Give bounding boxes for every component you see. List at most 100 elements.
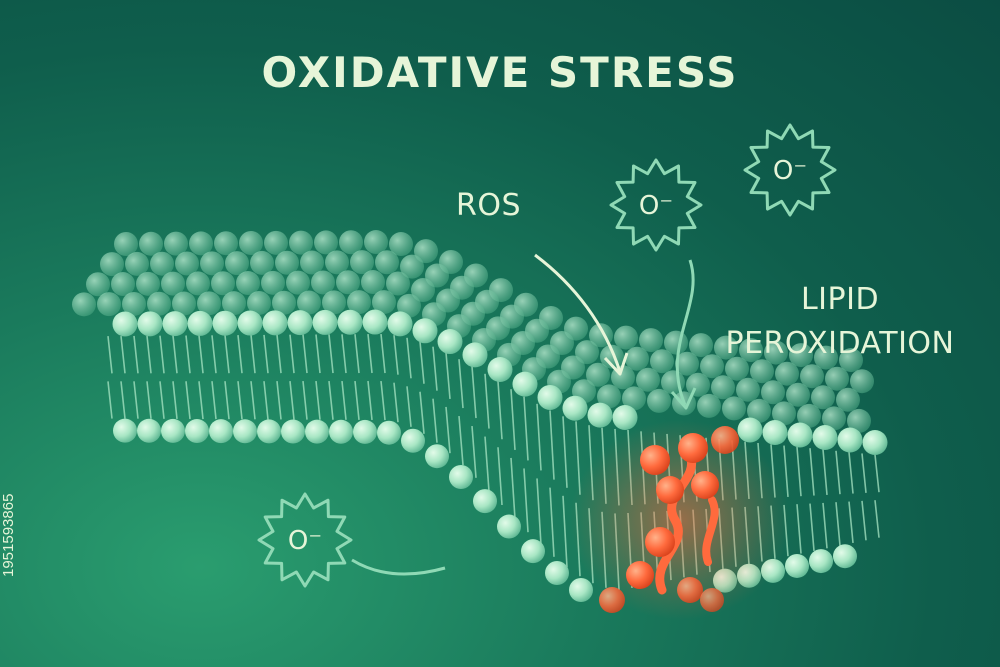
- lipid-tail: [458, 416, 464, 466]
- lipid-tail: [861, 453, 867, 493]
- lipid-head: [814, 345, 838, 370]
- lipid-head: [711, 375, 735, 400]
- lipid-label-line1: LIPID: [800, 282, 880, 317]
- lipid-head: [297, 290, 321, 315]
- lipid-head: [237, 310, 263, 336]
- damaged-lipid-head: [599, 587, 625, 613]
- lipid-tail: [224, 381, 230, 420]
- lipid-tail: [237, 335, 243, 374]
- lipid-head: [772, 401, 796, 426]
- lipid-head: [86, 272, 110, 297]
- lipid-tail: [822, 502, 828, 549]
- lipid-tail: [809, 448, 815, 496]
- lipid-head: [636, 367, 660, 392]
- arrow-icon: [670, 387, 697, 410]
- lipid-head: [100, 252, 124, 277]
- lipid-head: [412, 318, 438, 344]
- lipid-head: [612, 405, 638, 430]
- damaged-lipid-tail: [702, 496, 719, 566]
- lipid-head: [261, 270, 285, 295]
- lipid-head: [586, 362, 610, 387]
- ros-label: ROS: [456, 188, 522, 223]
- lipid-head: [775, 361, 799, 386]
- lipid-head: [281, 419, 305, 444]
- damaged-lipid-head: [645, 527, 675, 557]
- lipid-head: [789, 343, 813, 368]
- lipid-tail: [562, 416, 568, 488]
- lipid-tail: [263, 334, 269, 374]
- lipid-head: [764, 340, 788, 365]
- lipid-tail: [432, 398, 438, 443]
- lipid-tail: [510, 457, 516, 519]
- lipid-tail: [146, 335, 152, 374]
- lipid-tail: [198, 335, 204, 374]
- lipid-tail: [848, 452, 854, 494]
- lipid-head: [850, 369, 874, 394]
- free-radicals: O⁻O⁻O⁻: [257, 123, 837, 588]
- lipid-tail: [302, 334, 308, 374]
- lipid-peroxidation-label: LIPID PEROXIDATION: [705, 278, 975, 366]
- lipid-head: [97, 292, 121, 317]
- lipid-head: [305, 419, 329, 444]
- lipid-head: [597, 384, 621, 409]
- lipid-head: [222, 291, 246, 316]
- lipid-tail: [146, 381, 152, 419]
- lipid-tail: [536, 478, 542, 546]
- lipid-tail: [822, 449, 828, 495]
- lipid-peroxidation-site: [570, 420, 790, 620]
- lipid-tail: [497, 381, 503, 440]
- lipid-bilayer: [72, 230, 888, 602]
- lipid-head: [239, 231, 263, 256]
- radical-label: O⁻: [773, 156, 807, 186]
- lipid-head: [336, 270, 360, 295]
- lipid-head: [425, 444, 449, 469]
- lipid-head: [725, 356, 749, 381]
- lipid-tail: [445, 352, 451, 399]
- lipid-head: [462, 342, 488, 368]
- lipid-tail: [341, 334, 347, 374]
- lipid-tail: [406, 337, 412, 379]
- lipid-head: [785, 553, 809, 578]
- lipid-head: [311, 270, 335, 295]
- lipid-tail: [523, 396, 529, 461]
- damaged-lipid-head: [677, 577, 703, 603]
- damaged-lipid-head: [700, 588, 724, 612]
- lipid-head: [211, 271, 235, 296]
- lipid-head: [300, 250, 324, 275]
- lipid-tail: [796, 504, 802, 554]
- lipid-head: [414, 239, 438, 264]
- lipid-head: [225, 251, 249, 276]
- lipid-head: [737, 417, 763, 443]
- lipid-head: [347, 290, 371, 315]
- lipid-tail: [367, 333, 373, 374]
- lipid-tail: [328, 380, 334, 420]
- lipid-head: [833, 544, 857, 569]
- lipid-head: [375, 250, 399, 275]
- damaged-lipid-head: [626, 561, 654, 589]
- lipid-tail: [835, 450, 841, 495]
- lipid-head: [761, 380, 785, 405]
- lipid-tail: [796, 446, 802, 497]
- lipid-tail: [380, 380, 386, 421]
- lipid-head: [437, 329, 463, 355]
- lipid-tail: [419, 391, 425, 434]
- lipid-head: [736, 377, 760, 402]
- lipid-head: [233, 419, 257, 444]
- lipid-head: [537, 384, 563, 410]
- lipid-tail: [809, 503, 815, 551]
- lipid-head: [722, 396, 746, 421]
- lipid-tail: [250, 381, 256, 420]
- lipid-head: [689, 333, 713, 358]
- lipid-head: [147, 291, 171, 316]
- lipid-head: [372, 290, 396, 315]
- lipid-tail: [211, 335, 217, 374]
- lipid-tail: [484, 373, 490, 429]
- lipid-head: [209, 419, 233, 444]
- lipid-head: [487, 357, 513, 382]
- page-title: OXIDATIVE STRESS: [261, 48, 739, 97]
- free-radical-icon: O⁻: [743, 123, 837, 217]
- lipid-head: [72, 292, 96, 317]
- lipid-head: [200, 251, 224, 276]
- lipid-head: [622, 386, 646, 411]
- lipid-head: [262, 310, 288, 336]
